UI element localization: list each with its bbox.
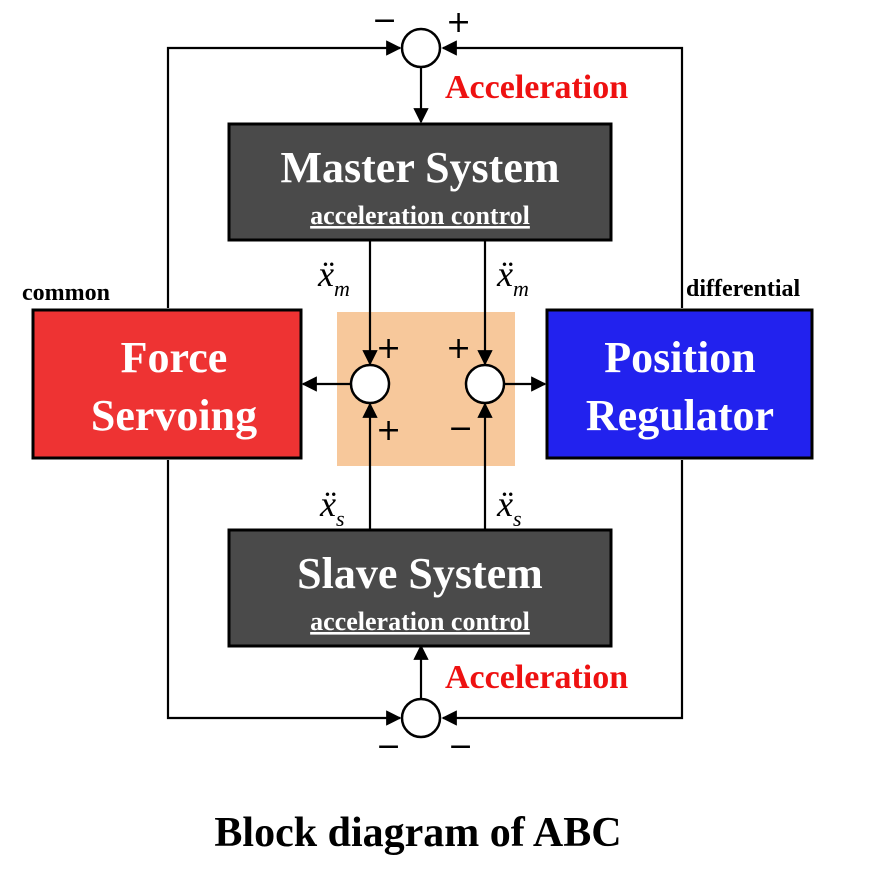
force-servoing-line2: Servoing [91, 391, 257, 440]
sign-left-sum-top: + [376, 331, 401, 366]
wire-position-to-bottom-sum [441, 460, 684, 726]
common-label: common [22, 280, 110, 306]
acceleration-label-top: Acceleration [445, 69, 628, 106]
signal-master-left: ẍm [317, 254, 350, 301]
diagram-caption: Block diagram of ABC [214, 810, 621, 856]
sign-bottom-left: − [376, 729, 401, 764]
bottom-sum-junction [400, 697, 442, 739]
acceleration-label-bottom: Acceleration [445, 659, 628, 696]
wire-position-to-top-sum [441, 40, 684, 308]
position-regulator-line2: Regulator [586, 391, 774, 440]
sign-bottom-right: − [448, 729, 473, 764]
sign-right-sum-bottom: − [448, 411, 473, 446]
position-regulator-block: Position Regulator [545, 308, 814, 460]
wire-force-to-top-sum [166, 40, 402, 308]
master-system-subtitle: acceleration control [310, 201, 530, 230]
sign-top-left: − [372, 3, 397, 38]
signal-slave-left: ẍs [319, 484, 345, 531]
sign-top-right: + [446, 5, 471, 40]
force-servoing-block: Force Servoing [31, 308, 303, 460]
sign-left-sum-bottom: + [376, 413, 401, 448]
master-system-title: Master System [281, 143, 560, 192]
sign-right-sum-top: + [446, 331, 471, 366]
signal-slave-right: ẍs [496, 484, 522, 531]
master-system-block: Master System acceleration control [227, 122, 613, 242]
force-servoing-line1: Force [121, 333, 228, 382]
wire-force-to-bottom-sum [166, 460, 402, 726]
left-sum-junction [349, 363, 391, 405]
right-sum-junction [464, 363, 506, 405]
slave-system-subtitle: acceleration control [310, 607, 530, 636]
top-sum-junction [400, 27, 442, 69]
signal-master-right: ẍm [496, 254, 529, 301]
slave-system-block: Slave System acceleration control [227, 528, 613, 648]
position-regulator-line1: Position [604, 333, 756, 382]
differential-label: differential [686, 276, 801, 302]
slave-system-title: Slave System [297, 549, 543, 598]
